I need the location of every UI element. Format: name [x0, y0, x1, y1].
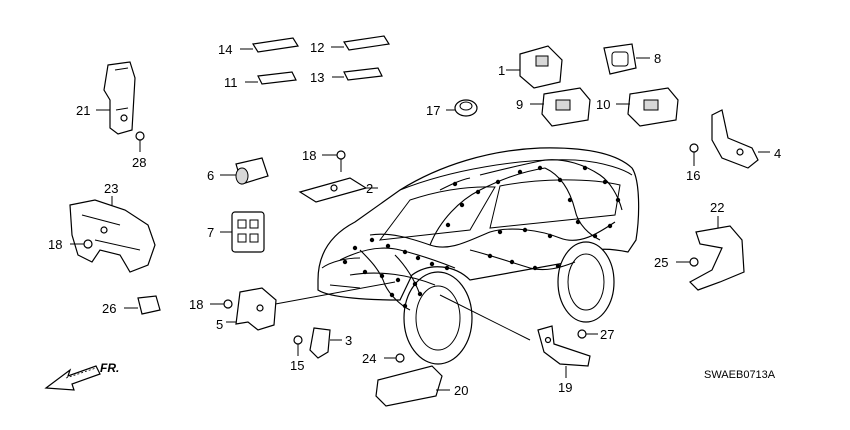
- clip-3: [309, 327, 342, 359]
- bolt-18-mid: [210, 299, 233, 309]
- bracket-4: [711, 109, 770, 169]
- pad-14: [240, 37, 299, 53]
- diagram-code: SWAEB0713A: [704, 369, 776, 381]
- bolt-16: [689, 143, 699, 166]
- grommet-17: [446, 99, 478, 117]
- callout-1: 1: [498, 63, 505, 78]
- callout-11: 11: [224, 75, 238, 90]
- callout-7: 7: [207, 225, 214, 240]
- pad-12: [331, 35, 390, 51]
- callout-22: 22: [710, 200, 724, 215]
- callout-2: 2: [366, 181, 373, 196]
- callout-18: 18: [189, 297, 203, 312]
- callout-9: 9: [516, 97, 523, 112]
- callout-14: 14: [218, 42, 232, 57]
- bolt-15: [293, 335, 303, 356]
- callout-labels: 1 2 3 4 5 6 7 8 9 10 11 12 13 14 15 16 1…: [48, 40, 781, 398]
- callout-3: 3: [345, 333, 352, 348]
- callout-6: 6: [207, 168, 214, 183]
- callout-18: 18: [302, 148, 316, 163]
- bracket-22: [689, 216, 745, 291]
- nut-25: [676, 257, 699, 267]
- bracket-2: [298, 177, 378, 203]
- callout-27: 27: [600, 327, 614, 342]
- callout-17: 17: [426, 103, 440, 118]
- front-direction-arrow: [44, 365, 101, 391]
- bolt-28: [135, 131, 145, 152]
- callout-24: 24: [362, 351, 376, 366]
- callout-10: 10: [596, 97, 610, 112]
- bolt-24: [384, 353, 405, 363]
- callout-4: 4: [774, 146, 781, 161]
- clip-6: [220, 157, 269, 185]
- direction-label: FR.: [100, 361, 119, 375]
- bracket-5: [226, 287, 277, 331]
- callout-13: 13: [310, 70, 324, 85]
- callout-23: 23: [104, 181, 118, 196]
- bolt-18-left: [70, 239, 93, 249]
- callout-28: 28: [132, 155, 146, 170]
- callout-5: 5: [216, 317, 223, 332]
- bracket-23: [69, 196, 156, 273]
- pad-13: [332, 67, 383, 81]
- pad-11: [245, 71, 297, 85]
- relay-bracket-1: [506, 45, 563, 89]
- callout-19: 19: [558, 380, 572, 395]
- leader-lines: [269, 281, 531, 341]
- relay-9: [530, 87, 591, 127]
- bolt-27: [577, 329, 598, 339]
- relay-10: [616, 87, 679, 127]
- callout-21: 21: [76, 103, 90, 118]
- bracket-21: [96, 61, 136, 135]
- callout-26: 26: [102, 301, 116, 316]
- holder-8: [603, 43, 650, 75]
- harness-connectors: [342, 165, 621, 309]
- car-harness-illustration: [317, 147, 640, 365]
- cover-20: [375, 365, 450, 407]
- callout-8: 8: [654, 51, 661, 66]
- callout-20: 20: [454, 383, 468, 398]
- grommet-26: [124, 295, 161, 315]
- callout-12: 12: [310, 40, 324, 55]
- callout-15: 15: [290, 358, 304, 373]
- connector-7: [220, 211, 265, 253]
- bolt-18-top: [322, 150, 346, 172]
- callout-16: 16: [686, 168, 700, 183]
- callout-25: 25: [654, 255, 668, 270]
- callout-18: 18: [48, 237, 62, 252]
- bracket-19: [537, 325, 591, 378]
